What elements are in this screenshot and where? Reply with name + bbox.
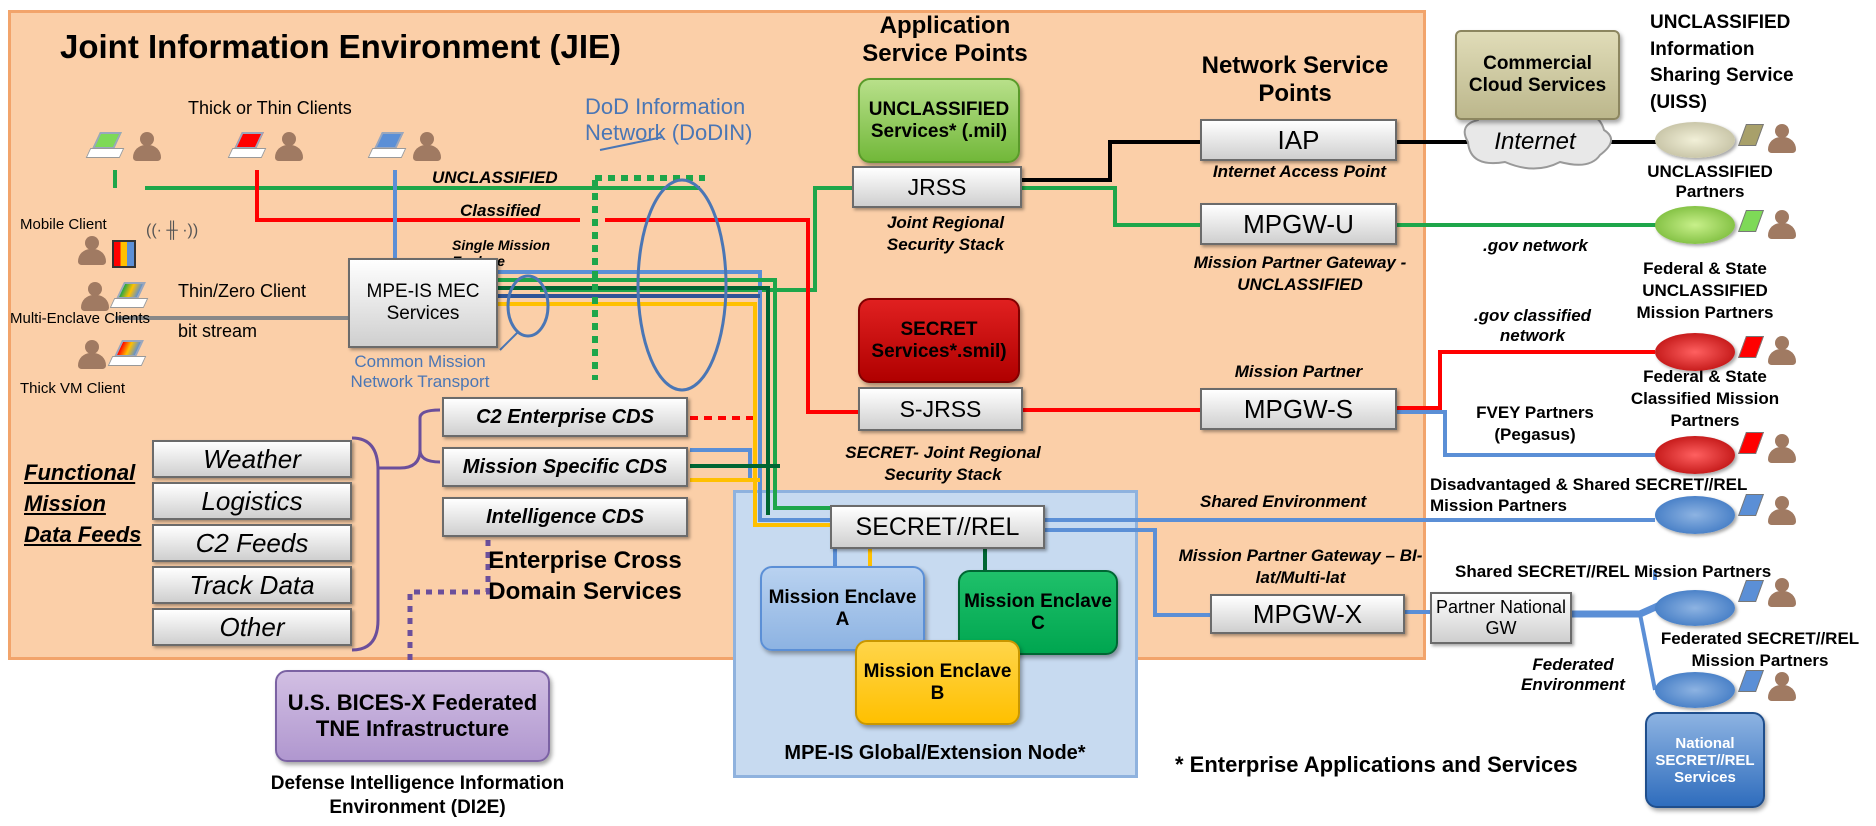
unclassified-partners-label: UNCLASSIFIED Partners (1647, 162, 1773, 202)
uiss-ellipse[interactable] (1655, 122, 1735, 158)
mission-enclave-a[interactable]: Mission Enclave A (760, 566, 925, 651)
person-icon (410, 132, 444, 162)
mpgw-u-desc: Mission Partner Gateway - UNCLASSIFIED (1193, 253, 1407, 295)
secret-services-box[interactable]: SECRET Services*.smil) (858, 298, 1020, 383)
thin-zero-client-label: Thin/Zero Client (178, 281, 307, 301)
shared-environment-label: Shared Environment (1200, 492, 1367, 511)
bit-stream-label: bit stream (178, 321, 258, 341)
mpe-mec-services-box[interactable]: MPE-IS MEC Services (348, 258, 498, 348)
mpgw-x-desc: Mission Partner Gateway – BI-lat/Multi-l… (1178, 546, 1423, 588)
dodin-label: DoD Information Network (DoDIN) (585, 94, 753, 146)
person-icon (1765, 210, 1799, 240)
multi-enclave-label: Multi-Enclave Clients (10, 310, 151, 327)
feed-weather[interactable]: Weather (152, 440, 352, 478)
fed-class-ellipse[interactable] (1655, 436, 1735, 474)
feed-other[interactable]: Other (152, 608, 352, 646)
mpgw-x-box[interactable]: MPGW-X (1210, 594, 1405, 634)
person-icon (1765, 336, 1799, 366)
commercial-cloud-box[interactable]: Commercial Cloud Services (1455, 30, 1620, 120)
mobile-device-icon (112, 240, 136, 268)
cmnt-label: Common Mission Network Transport (350, 352, 490, 392)
mpgw-u-box[interactable]: MPGW-U (1200, 203, 1397, 245)
iap-box[interactable]: IAP (1200, 119, 1397, 161)
unclassified-line-label: UNCLASSIFIED (432, 168, 558, 187)
secret-rel-box[interactable]: SECRET//REL (830, 505, 1045, 549)
gov-classified-label: .gov classified network (1473, 306, 1592, 345)
cds-c2-enterprise[interactable]: C2 Enterprise CDS (442, 397, 688, 437)
federated-env-label: Federated Environment (1521, 655, 1625, 695)
shared-rel-label: Shared SECRET//REL Mission Partners (1455, 562, 1772, 581)
fvey-label: FVEY Partners (Pegasus) (1476, 403, 1594, 445)
federated-rel-ellipse[interactable] (1655, 672, 1735, 708)
unclass-partners-ellipse[interactable] (1655, 206, 1735, 244)
person-icon (78, 282, 112, 312)
feed-c2[interactable]: C2 Feeds (152, 524, 352, 562)
person-icon (75, 236, 109, 266)
thick-thin-label: Thick or Thin Clients (188, 98, 352, 118)
person-icon (1765, 434, 1799, 464)
sjrss-desc: SECRET- Joint Regional Security Stack (845, 443, 1041, 485)
partner-national-gw-box[interactable]: Partner National GW (1430, 592, 1572, 644)
person-icon (1765, 496, 1799, 526)
jrss-desc: Joint Regional Security Stack (886, 213, 1005, 255)
shared-rel-ellipse[interactable] (1655, 590, 1735, 626)
feed-logistics[interactable]: Logistics (152, 482, 352, 520)
mpgw-s-box[interactable]: MPGW-S (1200, 388, 1397, 430)
laptop-icon (107, 340, 147, 366)
mission-enclave-b[interactable]: Mission Enclave B (855, 640, 1020, 725)
fed-state-unclass-label: Federal & State UNCLASSIFIED Mission Par… (1636, 259, 1774, 323)
feeds-heading: Functional Mission Data Feeds (24, 460, 142, 547)
person-icon (1765, 672, 1799, 702)
person-icon (130, 132, 164, 162)
unclassified-services-box[interactable]: UNCLASSIFIED Services* (.mil) (858, 78, 1020, 163)
disadvantaged-ellipse[interactable] (1655, 496, 1735, 534)
gov-network-label: .gov network (1483, 236, 1588, 255)
app-service-points-heading: Application Service Points (862, 12, 1028, 68)
laptop-icon (367, 132, 407, 158)
fed-unclass-ellipse[interactable] (1655, 333, 1735, 371)
person-icon (1765, 124, 1799, 154)
bices-box[interactable]: U.S. BICES-X Federated TNE Infrastructur… (275, 670, 550, 762)
laptop-icon (109, 282, 149, 308)
network-service-points-heading: Network Service Points (1201, 52, 1389, 108)
laptop-icon (227, 132, 267, 158)
cds-intelligence[interactable]: Intelligence CDS (442, 497, 688, 537)
jrss-box[interactable]: JRSS (852, 166, 1022, 208)
person-icon (1765, 578, 1799, 608)
internet-label: Internet (1494, 128, 1576, 155)
cds-heading: Enterprise Cross Domain Services (488, 547, 682, 606)
mpe-node-label: MPE-IS Global/Extension Node* (784, 742, 1086, 764)
diagram-title: Joint Information Environment (JIE) (60, 28, 622, 65)
laptop-icon (85, 132, 125, 158)
fed-state-class-label: Federal & State Classified Mission Partn… (1630, 367, 1780, 431)
cds-mission-specific[interactable]: Mission Specific CDS (442, 447, 688, 487)
federated-rel-label: Federated SECRET//REL Mission Partners (1660, 629, 1860, 671)
iap-desc: Internet Access Point (1212, 162, 1387, 181)
person-icon (75, 340, 109, 370)
national-services-box[interactable]: National SECRET//REL Services (1645, 712, 1765, 808)
classified-line-label: Classified (460, 201, 541, 220)
cell-tower-icon: ((· ╫ ·)) (146, 222, 199, 239)
mpgw-s-desc: Mission Partner (1234, 362, 1363, 381)
mobile-client-label: Mobile Client (20, 216, 107, 233)
thick-vm-label: Thick VM Client (20, 380, 126, 397)
person-icon (272, 132, 306, 162)
disadvantaged-label: Disadvantaged & Shared SECRET//REL Missi… (1430, 475, 1748, 516)
footnote: * Enterprise Applications and Services (1175, 752, 1578, 777)
feed-track-data[interactable]: Track Data (152, 566, 352, 604)
di2e-label: Defense Intelligence Information Environ… (270, 773, 565, 818)
sjrss-box[interactable]: S-JRSS (858, 387, 1023, 431)
uiss-label: UNCLASSIFIED Information Sharing Service… (1650, 12, 1794, 113)
